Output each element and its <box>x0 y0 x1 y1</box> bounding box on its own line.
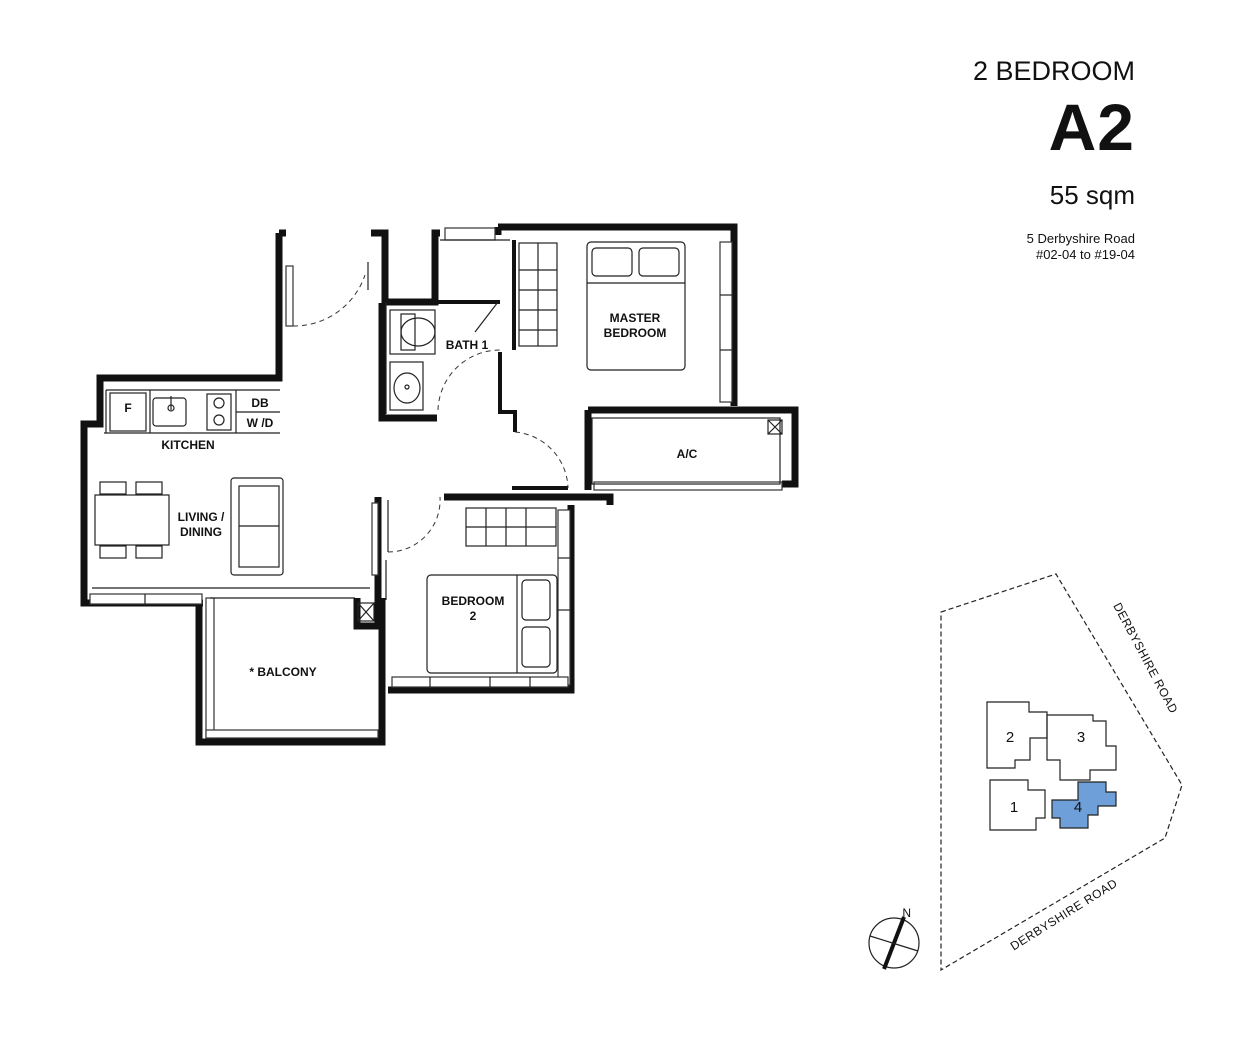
exterior-walls <box>80 223 799 746</box>
block-3-outline <box>1046 714 1117 781</box>
unit-area: 55 sqm <box>1049 180 1135 210</box>
living-furniture <box>94 477 284 576</box>
db-label: DB <box>251 396 269 410</box>
site-key-plan <box>940 573 1183 972</box>
bath-fixtures <box>389 309 436 411</box>
kitchen-label: KITCHEN <box>161 438 214 452</box>
site-block-2-label: 2 <box>1006 729 1014 746</box>
balcony-label: * BALCONY <box>249 665 316 679</box>
unit-range-line: #02-04 to #19-04 <box>1035 247 1135 262</box>
ac-ledge <box>591 417 783 485</box>
bedroom2-label-2: 2 <box>470 609 477 623</box>
master-bed <box>586 241 686 371</box>
wd-label: W /D <box>247 416 274 430</box>
site-block-4-label: 4 <box>1074 799 1082 816</box>
site-block-1-label: 1 <box>1010 799 1018 816</box>
bedroom2-label-1: BEDROOM <box>442 594 505 608</box>
fridge-label: F <box>124 401 131 415</box>
balcony-planter <box>357 602 375 622</box>
living-label-1: LIVING / <box>178 510 225 524</box>
bath1-label: BATH 1 <box>446 338 489 352</box>
ac-label: A/C <box>677 447 698 461</box>
road-label-east: DERBYSHIRE ROAD <box>1110 600 1180 716</box>
master-bedroom-label-2: BEDROOM <box>604 326 667 340</box>
compass-north-label: N <box>902 906 911 920</box>
kitchen-fixtures <box>109 392 232 432</box>
living-label-2: DINING <box>180 525 222 539</box>
door-swings <box>292 262 569 553</box>
windows <box>89 227 783 739</box>
north-compass-icon <box>868 916 920 970</box>
block-4-highlight <box>1051 781 1117 829</box>
site-block-3-label: 3 <box>1077 729 1085 746</box>
interior-walls <box>92 239 568 600</box>
address-line: 5 Derbyshire Road <box>1026 231 1135 246</box>
block-1-outline <box>989 779 1046 831</box>
unit-type-label: 2 BEDROOM <box>972 56 1135 86</box>
unit-code: A2 <box>1048 90 1135 164</box>
wardrobes <box>465 242 558 547</box>
block-2-outline <box>986 701 1048 769</box>
master-bedroom-label-1: MASTER <box>610 311 661 325</box>
road-label-south: DERBYSHIRE ROAD <box>1008 876 1120 953</box>
bedroom2-bed <box>426 574 558 674</box>
